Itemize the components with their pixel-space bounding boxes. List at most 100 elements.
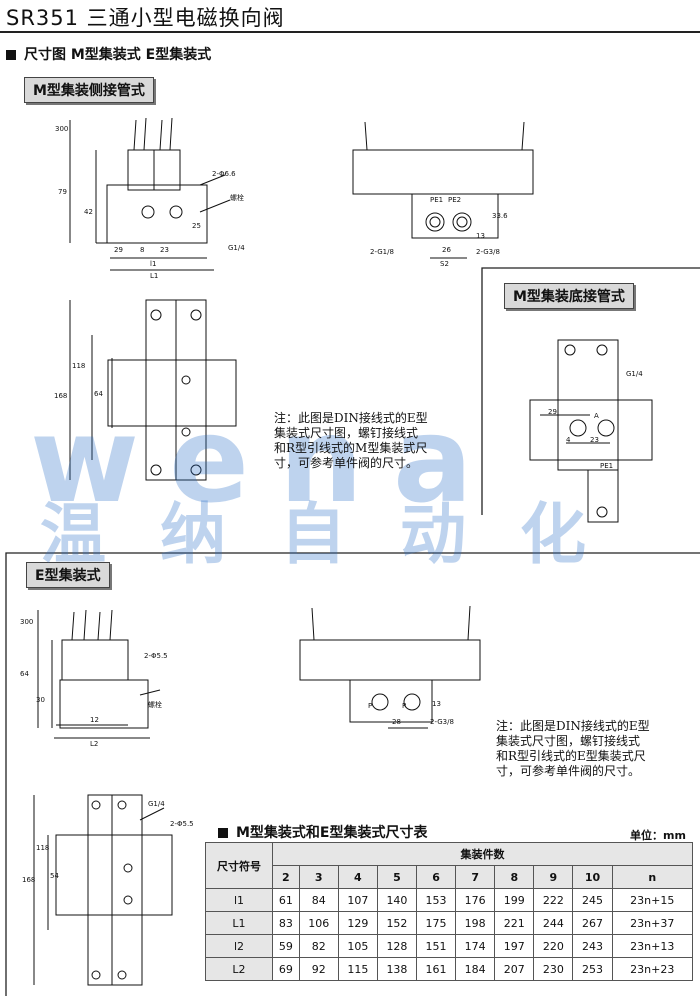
dimension-table: 尺寸符号 集装件数 2 3 4 5 6 7 8 9 10 n l1 61 84 … [205,842,694,981]
dim-168: 168 [54,392,68,400]
dim-300: 300 [55,125,69,133]
m-bottom-view [529,339,653,523]
column-header: 6 [415,865,457,889]
dim-screw: 螺栓 [230,194,244,202]
table-cell: 243 [572,934,613,958]
m-top-view [69,299,237,481]
symbol-header: 尺寸符号 [205,842,273,889]
table-row: L1 83 106 129 152 175 198 221 244 267 23… [205,911,694,935]
dim-s2: S2 [440,260,449,268]
row-label: l2 [205,934,273,958]
column-header: 7 [455,865,496,889]
dim-ethole: 2-Φ5.5 [170,820,194,828]
table-cell: 23n+15 [611,888,694,912]
dim-l1: l1 [150,260,157,268]
dim-ehole: 2-Φ5.5 [144,652,168,660]
dim-L1: L1 [150,272,159,280]
dim-b4: 4 [566,436,571,444]
dim-e12: 12 [90,716,99,724]
table-cell: 138 [376,957,418,981]
column-header: 9 [533,865,574,889]
table-cell: 105 [337,934,378,958]
table-cell: 176 [455,888,496,912]
table-cell: 199 [494,888,535,912]
table-cell: 107 [337,888,378,912]
tag-m-side: M型集装侧接管式 [24,77,154,103]
column-header: 10 [572,865,613,889]
dim-e13: 13 [432,700,441,708]
dim-er: R [402,702,407,710]
e-type-frame [5,552,700,996]
dim-b29: 29 [548,408,557,416]
dim-42: 42 [84,208,93,216]
table-cell: 23n+23 [611,957,694,981]
note-e-type: 注：此图是DIN接线式的E型 集装式尺寸图，螺钉接线式 和R型引线式的E型集装式… [496,719,650,779]
note-line: 注：此图是DIN接线式的E型 [274,411,428,425]
dim-8: 8 [140,246,145,254]
row-label: L1 [205,911,273,935]
tag-e-type: E型集装式 [26,562,110,588]
m-bottom-frame [481,267,700,515]
table-unit: 单位：mm [630,829,686,842]
table-cell: 184 [455,957,496,981]
e-front-view [37,609,161,739]
watermark-latin: wena [30,391,503,529]
dim-64: 64 [94,390,103,398]
note-line: 和R型引线式的M型集装式尺 [274,441,428,455]
table-cell: 230 [533,957,574,981]
section-heading-text: 尺寸图 M型集装式 E型集装式 [24,47,212,63]
m-front-view [69,117,231,271]
table-cell: 69 [272,957,300,981]
note-line: 寸，可参考单件阀的尺寸。 [496,764,641,778]
note-line: 集装式尺寸图，螺钉接线式 [496,734,641,748]
dim-23: 23 [160,246,169,254]
dim-26: 26 [442,246,451,254]
table-heading: M型集装式和E型集装式尺寸表 [218,822,428,842]
table-cell: 83 [272,911,300,935]
count-header: 集装件数 [272,842,693,866]
dim-g38: 2-G3/8 [476,248,500,256]
table-cell: 198 [455,911,496,935]
table-cell: 23n+37 [611,911,694,935]
table-row: l2 59 82 105 128 151 174 197 220 243 23n… [205,934,694,958]
dim-eL2: L2 [90,740,99,748]
column-header: 8 [494,865,535,889]
column-header: 4 [337,865,378,889]
table-cell: 84 [298,888,339,912]
section-heading: 尺寸图 M型集装式 E型集装式 [6,44,211,64]
table-cell: 152 [376,911,418,935]
bullet-square-icon [6,50,16,60]
note-line: 和R型引线式的E型集装式尺 [496,749,646,763]
dim-e28: 28 [392,718,401,726]
table-cell: 61 [272,888,300,912]
column-header: 5 [376,865,418,889]
dim-g18: 2-G1/8 [370,248,394,256]
table-cell: 253 [572,957,613,981]
table-cell: 174 [455,934,496,958]
dim-et118: 118 [36,844,50,852]
table-cell: 222 [533,888,574,912]
table-cell: 244 [533,911,574,935]
dim-et54: 54 [50,872,59,880]
note-m-type: 注：此图是DIN接线式的E型 集装式尺寸图，螺钉接线式 和R型引线式的M型集装式… [274,411,428,471]
table-cell: 106 [298,911,339,935]
e-top-view [33,794,173,986]
dim-13: 13 [476,232,485,240]
watermark-cn: 温纳自动化 [40,496,640,573]
dim-e64: 64 [20,670,29,678]
m-side-view [352,121,534,259]
table-cell: 92 [298,957,339,981]
note-line: 注：此图是DIN接线式的E型 [496,719,650,733]
table-cell: 115 [337,957,378,981]
table-cell: 161 [415,957,457,981]
table-heading-text: M型集装式和E型集装式尺寸表 [236,825,428,841]
bullet-square-icon [218,828,228,838]
table-cell: 82 [298,934,339,958]
dim-79: 79 [58,188,67,196]
dim-ep: P [368,702,373,710]
dim-b23: 23 [590,436,599,444]
table-cell: 23n+13 [611,934,694,958]
table-row: l1 61 84 107 140 153 176 199 222 245 23n… [205,888,694,912]
